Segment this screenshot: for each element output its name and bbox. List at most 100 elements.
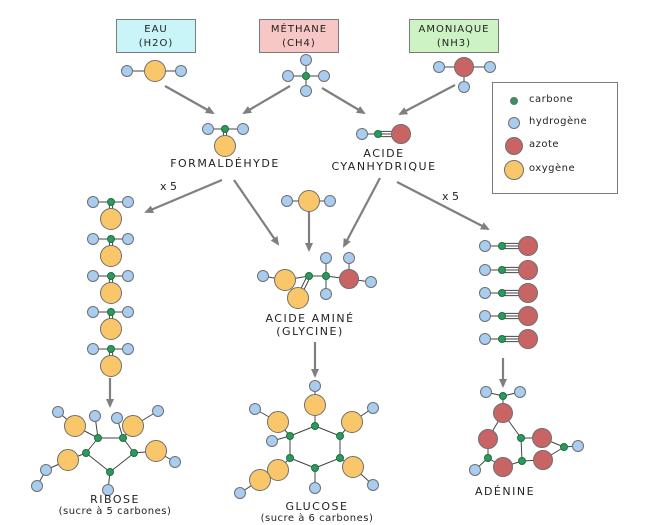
carbon-atom bbox=[336, 454, 344, 462]
hydrogen-atom bbox=[52, 406, 64, 418]
hydrogen-atom bbox=[514, 386, 526, 398]
hydrogen-atom bbox=[309, 380, 321, 392]
carbon-atom bbox=[130, 449, 138, 457]
formaldehyde-label: FORMALDÉHYDE bbox=[170, 157, 280, 170]
reaction-arrow bbox=[321, 87, 366, 115]
hydrogen-atom bbox=[484, 61, 496, 73]
legend-oxygen-label: oxygène bbox=[529, 163, 576, 174]
hydrogen-atom bbox=[152, 405, 164, 417]
multiplier-right: x 5 bbox=[442, 190, 460, 203]
hydrogen-atom bbox=[234, 487, 246, 499]
hydrogen-atom bbox=[479, 240, 491, 252]
legend-nitrogen: azote bbox=[493, 136, 617, 156]
reaction-arrow bbox=[398, 84, 456, 115]
hydrogen-atom bbox=[479, 287, 491, 299]
nitrogen-atom bbox=[518, 306, 538, 326]
oxygen-atom bbox=[267, 459, 289, 481]
hydrogen-atom bbox=[480, 386, 492, 398]
oxygen-atom bbox=[100, 208, 122, 230]
multiplier-left: x 5 bbox=[160, 180, 178, 193]
hydrogen-atom bbox=[121, 65, 133, 77]
hydrogen-atom bbox=[102, 484, 114, 496]
legend-carbon-label: carbone bbox=[529, 94, 574, 105]
carbon-atom bbox=[498, 266, 506, 274]
oxygen-atom bbox=[298, 190, 320, 212]
hydrogen-atom bbox=[281, 195, 293, 207]
reaction-arrow bbox=[144, 178, 223, 214]
hydrogen-atom bbox=[175, 65, 187, 77]
hydrogen-atom bbox=[300, 54, 312, 66]
oxygen-atom bbox=[145, 440, 167, 462]
bond bbox=[85, 452, 111, 473]
nitrogen-atom bbox=[493, 457, 513, 477]
hydrogen-atom bbox=[122, 343, 134, 355]
glucose-subtitle: (sucre à 6 carbones) bbox=[260, 513, 374, 524]
carbon-atom bbox=[107, 235, 115, 243]
carbon-atom bbox=[374, 130, 382, 138]
glycine-label: ACIDE AMINÉ (GLYCINE) bbox=[240, 312, 380, 338]
hydrogen-atom bbox=[87, 270, 99, 282]
hydrogen-atom bbox=[202, 123, 214, 135]
carbon-atom bbox=[107, 272, 115, 280]
carbon-atom bbox=[498, 335, 506, 343]
legend: carbone hydrogène azote oxygène bbox=[492, 82, 618, 194]
hydrogen-atom bbox=[479, 310, 491, 322]
hydrogen-atom bbox=[282, 70, 294, 82]
oxygen-atom bbox=[100, 245, 122, 267]
legend-hydrogen: hydrogène bbox=[493, 113, 617, 133]
hydrogen-atom bbox=[479, 264, 491, 276]
legend-nitrogen-label: azote bbox=[529, 139, 560, 150]
carbon-atom bbox=[286, 432, 294, 440]
hydrogen-atom bbox=[367, 402, 379, 414]
hydrogen-swatch-icon bbox=[508, 117, 520, 129]
nitrogen-atom bbox=[478, 429, 498, 449]
hydrogen-atom bbox=[433, 61, 445, 73]
hydrogen-atom bbox=[324, 195, 336, 207]
nitrogen-atom bbox=[454, 57, 474, 77]
carbon-swatch-icon bbox=[510, 97, 518, 105]
glycine-label-line1: ACIDE AMINÉ bbox=[265, 312, 355, 325]
carbon-atom bbox=[94, 434, 102, 442]
methane-formula: (CH4) bbox=[282, 38, 316, 49]
hydrogen-atom bbox=[266, 435, 278, 447]
hydrogen-atom bbox=[87, 343, 99, 355]
ribose-name: RIBOSE bbox=[90, 493, 140, 506]
water-box: EAU (H2O) bbox=[116, 19, 196, 53]
hydrogen-atom bbox=[318, 70, 330, 82]
nitrogen-atom bbox=[493, 403, 513, 423]
nitrogen-atom bbox=[532, 428, 552, 448]
oxygen-atom bbox=[342, 456, 364, 478]
carbon-atom bbox=[518, 457, 526, 465]
carbon-atom bbox=[82, 449, 90, 457]
carbon-atom bbox=[311, 464, 319, 472]
carbon-atom bbox=[499, 392, 507, 400]
ammonia-name: AMONIAQUE bbox=[418, 24, 490, 35]
oxygen-atom bbox=[100, 355, 122, 377]
nitrogen-atom bbox=[533, 450, 553, 470]
hcn-label-line2: CYANHYDRIQUE bbox=[331, 160, 437, 173]
reaction-arrow bbox=[343, 177, 381, 248]
hydrogen-atom bbox=[320, 288, 332, 300]
carbon-atom bbox=[106, 468, 114, 476]
hydrogen-atom bbox=[356, 128, 368, 140]
hydrogen-atom bbox=[89, 410, 101, 422]
carbon-atom bbox=[484, 454, 492, 462]
bond bbox=[314, 457, 341, 469]
oxygen-atom bbox=[267, 411, 289, 433]
nitrogen-atom bbox=[339, 269, 359, 289]
ribose-label: RIBOSE (sucre à 5 carbones) bbox=[30, 493, 200, 517]
nitrogen-atom bbox=[518, 283, 538, 303]
oxygen-atom bbox=[122, 415, 144, 437]
oxygen-atom bbox=[214, 135, 236, 157]
carbon-atom bbox=[107, 308, 115, 316]
carbon-atom bbox=[107, 198, 115, 206]
carbon-atom bbox=[119, 434, 127, 442]
water-name: EAU bbox=[144, 24, 168, 35]
oxygen-swatch-icon bbox=[504, 160, 524, 180]
hydrogen-atom bbox=[40, 464, 52, 476]
carbon-atom bbox=[560, 443, 568, 451]
oxygen-atom bbox=[57, 449, 79, 471]
hydrogen-atom bbox=[122, 233, 134, 245]
nitrogen-atom bbox=[518, 260, 538, 280]
